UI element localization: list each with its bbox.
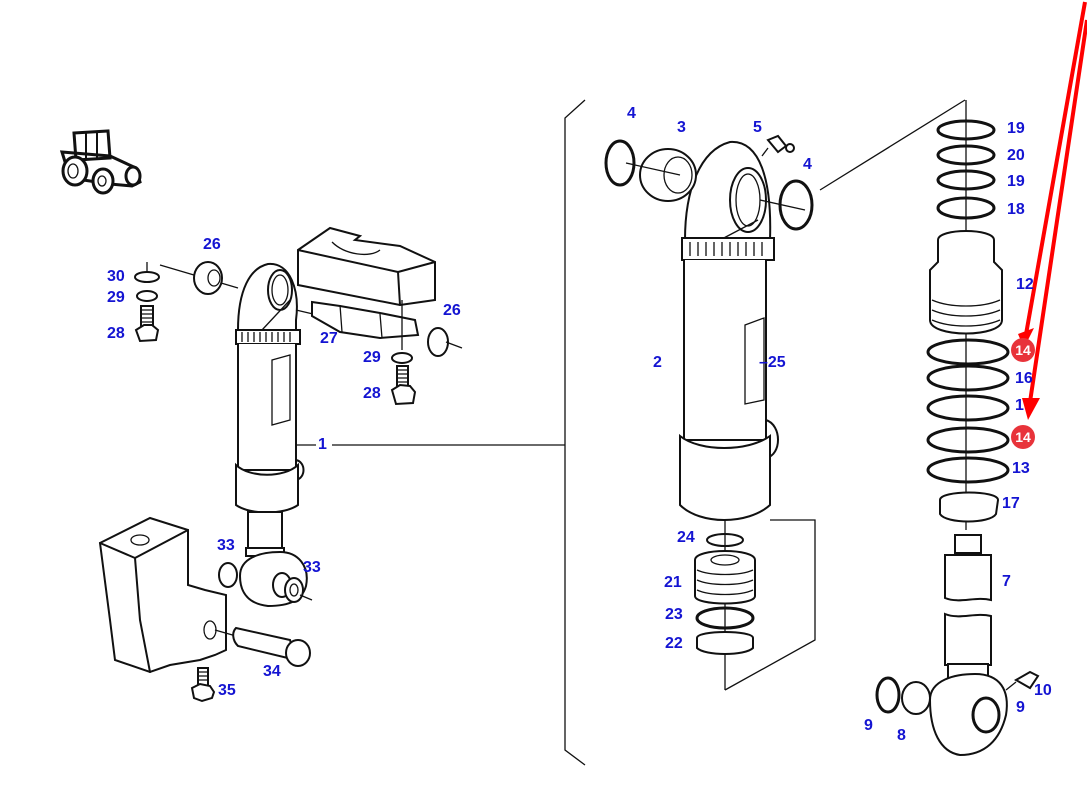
callout-12: 12: [1016, 276, 1034, 293]
cylinder-1: [235, 262, 308, 608]
upper-left-hardware: [134, 226, 463, 406]
callout-33: 33: [217, 537, 235, 554]
callout-2: 2: [653, 354, 662, 371]
callout-30: 30: [107, 268, 125, 285]
callout-5: 5: [753, 119, 762, 136]
detail-frame-middle: [564, 99, 586, 766]
callout-24: 24: [677, 529, 695, 546]
callout-33: 33: [303, 559, 321, 576]
bushing-33: [218, 562, 313, 603]
callout-19: 19: [1007, 173, 1025, 190]
callout-16: 16: [1015, 370, 1033, 387]
callout-23: 23: [665, 606, 683, 623]
cylinder-2: [679, 140, 779, 521]
callout-27: 27: [320, 330, 338, 347]
callout-7: 7: [1002, 573, 1011, 590]
bolt-35: [190, 667, 216, 703]
callout-22: 22: [665, 635, 683, 652]
callout-34: 34: [263, 663, 281, 680]
callout-17: 17: [1002, 495, 1020, 512]
callout-9: 9: [864, 717, 873, 734]
callout-4: 4: [803, 156, 812, 173]
callout-26: 26: [203, 236, 221, 253]
callout-21: 21: [664, 574, 682, 591]
callout-13: 13: [1012, 460, 1030, 477]
callout-9: 9: [1016, 699, 1025, 716]
callout-28: 28: [363, 385, 381, 402]
callout-18: 18: [1007, 201, 1025, 218]
callout-26: 26: [443, 302, 461, 319]
callout-3: 3: [677, 119, 686, 136]
highlight-badge-14: 14: [1011, 338, 1035, 362]
piston-assembly: [694, 520, 756, 690]
callout-29: 29: [363, 349, 381, 366]
callout-35: 35: [218, 682, 236, 699]
eye-hardware: [604, 134, 814, 231]
callout-25: –25: [759, 354, 786, 371]
callout-19: 19: [1007, 120, 1025, 137]
callout-20: 20: [1007, 147, 1025, 164]
highlight-badge-14: 14: [1011, 425, 1035, 449]
callout-10: 10: [1034, 682, 1052, 699]
bracket-block: [98, 516, 237, 674]
right-stack: [875, 100, 1040, 757]
pin-34: [232, 626, 311, 667]
callout-8: 8: [897, 727, 906, 744]
detail-frame-piston: [724, 519, 816, 691]
detail-frame-top: [819, 99, 966, 191]
callout-1: 1: [318, 436, 327, 453]
callout-29: 29: [107, 289, 125, 306]
tractor-icon: [59, 129, 142, 195]
callout-15: 1: [1015, 397, 1024, 414]
callout-4: 4: [627, 105, 636, 122]
callout-28: 28: [107, 325, 125, 342]
